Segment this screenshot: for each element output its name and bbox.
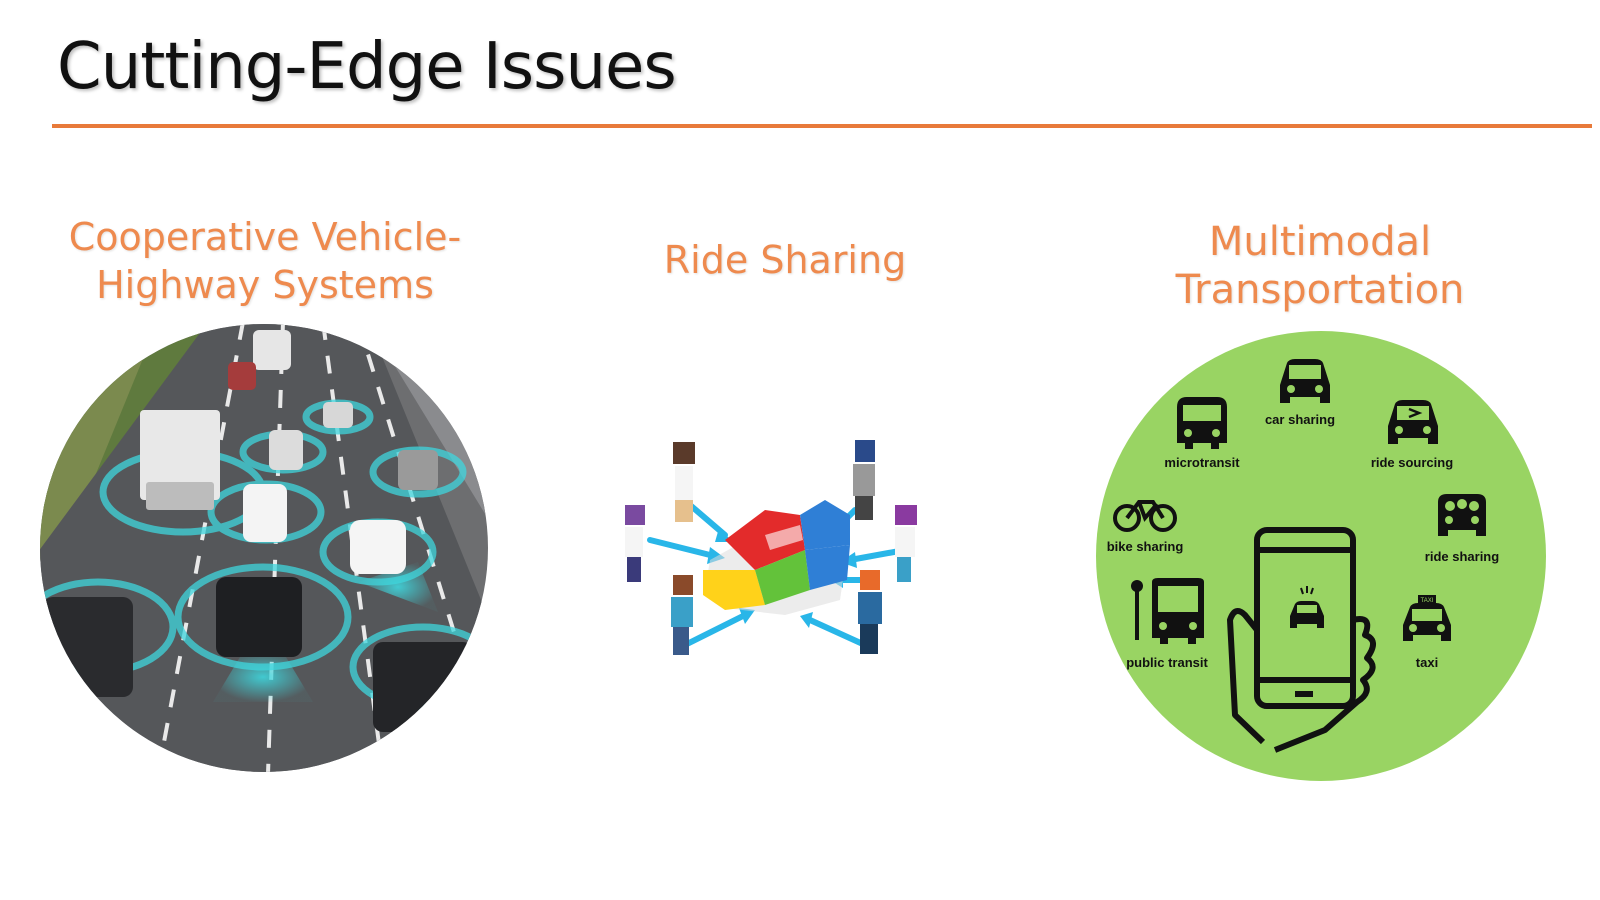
mode-label-taxi: taxi (1416, 655, 1438, 670)
bike-sharing-icon (1113, 500, 1177, 532)
heading-line: Ride Sharing (663, 238, 907, 282)
car-sharing-icon (1280, 359, 1330, 403)
smartphone-hand-icon (1227, 527, 1376, 753)
multimodal-transportation-diagram: car sharing microtransit ride sourcing b… (1096, 331, 1546, 781)
mode-label-car-sharing: car sharing (1265, 412, 1335, 427)
heading-multimodal-transportation: Multimodal Transportation (1090, 218, 1550, 314)
ride-sharing-icon (1438, 494, 1486, 536)
connected-cars-highway-image (40, 324, 488, 772)
title-divider (52, 124, 1592, 128)
mode-label-bike-sharing: bike sharing (1107, 539, 1184, 554)
heading-line: Cooperative Vehicle- (68, 215, 462, 259)
mode-label-microtransit: microtransit (1164, 455, 1240, 470)
heading-line: Highway Systems (96, 263, 434, 307)
mode-label-ride-sharing: ride sharing (1425, 549, 1499, 564)
slide-title: Cutting-Edge Issues (57, 30, 677, 104)
public-transit-icon (1131, 578, 1204, 644)
mode-label-ride-sourcing: ride sourcing (1371, 455, 1453, 470)
heading-line: Multimodal (1208, 219, 1432, 265)
ride-sharing-illustration (625, 440, 917, 655)
person-figures (625, 440, 917, 655)
ride-sourcing-icon (1388, 400, 1438, 444)
mode-label-public-transit: public transit (1126, 655, 1208, 670)
microtransit-icon (1177, 397, 1227, 449)
heading-cooperative-vehicle-highway-systems: Cooperative Vehicle- Highway Systems (40, 213, 490, 309)
heading-ride-sharing: Ride Sharing (590, 236, 980, 284)
heading-line: Transportation (1175, 267, 1465, 313)
taxi-sign-text: TAXI (1421, 598, 1434, 604)
phone-screen-car-icon (1290, 586, 1324, 628)
taxi-icon: TAXI (1403, 595, 1451, 641)
